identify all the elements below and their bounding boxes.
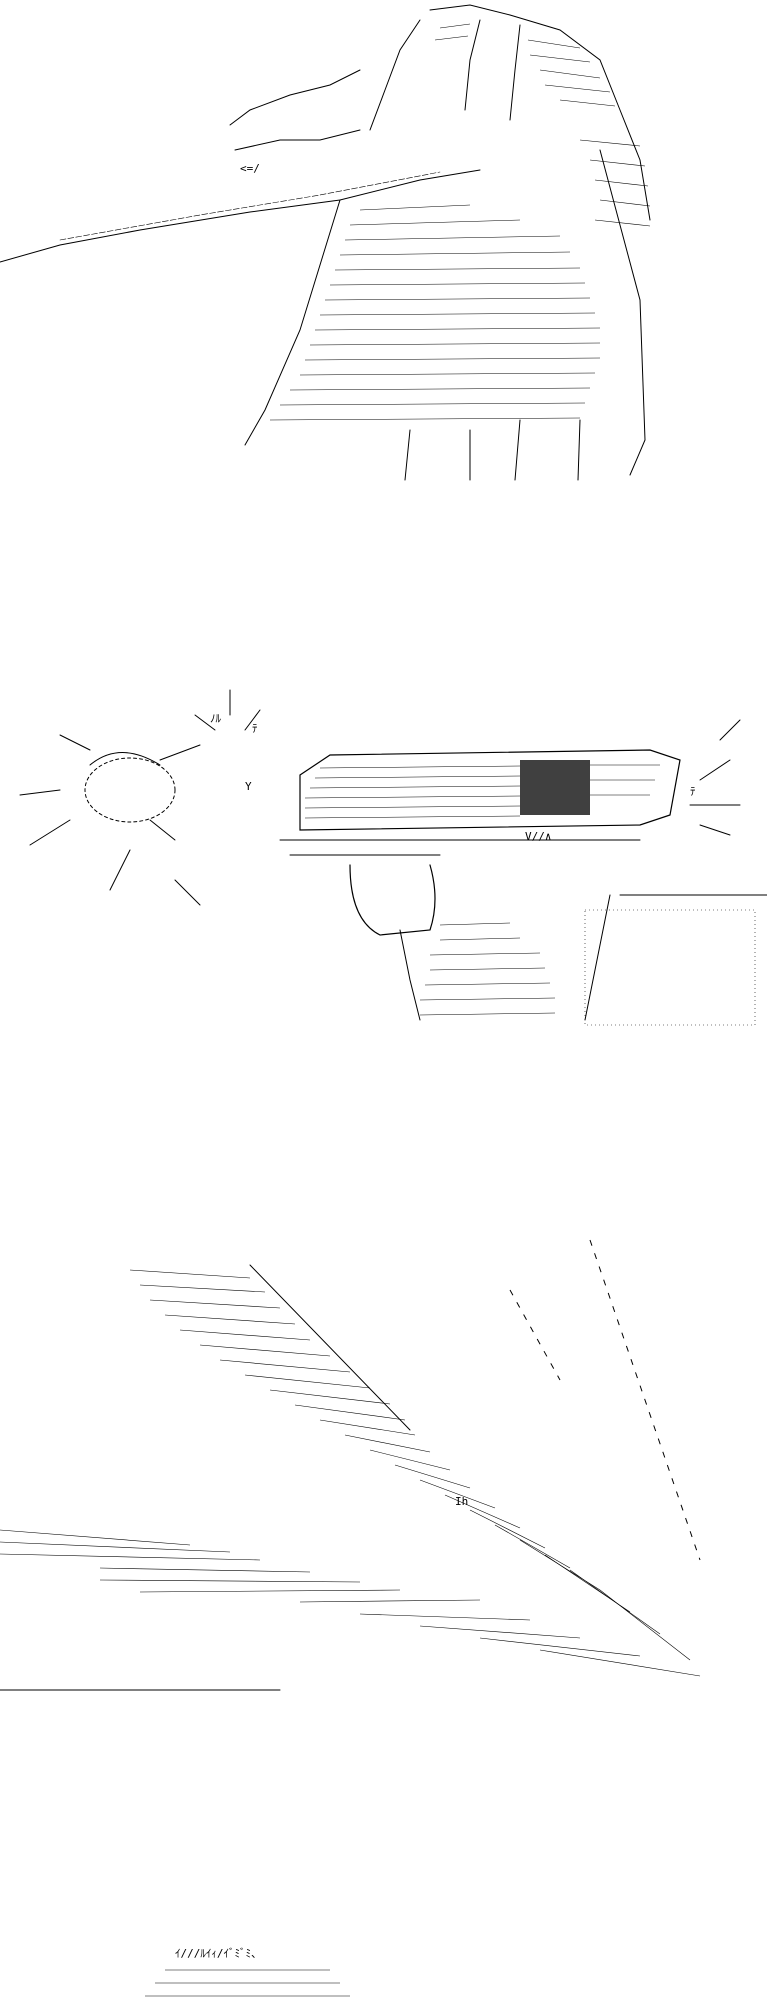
burst-mark-te: ﾃ bbox=[252, 722, 258, 735]
slash-mark: Ih bbox=[455, 1495, 468, 1508]
pistol-slide-mark: V//∧ bbox=[525, 830, 552, 843]
burst-mark-noru: ﾉﾙ bbox=[210, 712, 221, 725]
pistol-firing-art: ﾃ ﾉﾙ ﾃ Y V//∧ bbox=[19, 689, 767, 1026]
ascii-art-panel-slash-lines: Ih bbox=[0, 1230, 767, 1750]
figure-top-row: ｲ///ﾙｲｨ/ｲﾞﾐﾞﾐ、 bbox=[175, 1947, 262, 1960]
ascii-art-panel-figure-with-sword: <=/ bbox=[0, 0, 767, 490]
muzzle-mark: Y bbox=[245, 780, 252, 793]
burst-mark-te-right: ﾃ bbox=[690, 785, 696, 798]
slash-lines-art: Ih bbox=[0, 1239, 701, 1691]
ascii-art-panel-pistol-firing: ﾃ ﾉﾙ ﾃ Y V//∧ bbox=[0, 680, 767, 1050]
figure-with-sword-art: <=/ bbox=[0, 4, 651, 481]
sword-hilt-mark: <=/ bbox=[240, 162, 260, 175]
ascii-art-panel-partial-figure: ｲ///ﾙｲｨ/ｲﾞﾐﾞﾐ、 bbox=[0, 1935, 767, 2000]
partial-figure-art: ｲ///ﾙｲｨ/ｲﾞﾐﾞﾐ、 bbox=[145, 1947, 350, 1997]
